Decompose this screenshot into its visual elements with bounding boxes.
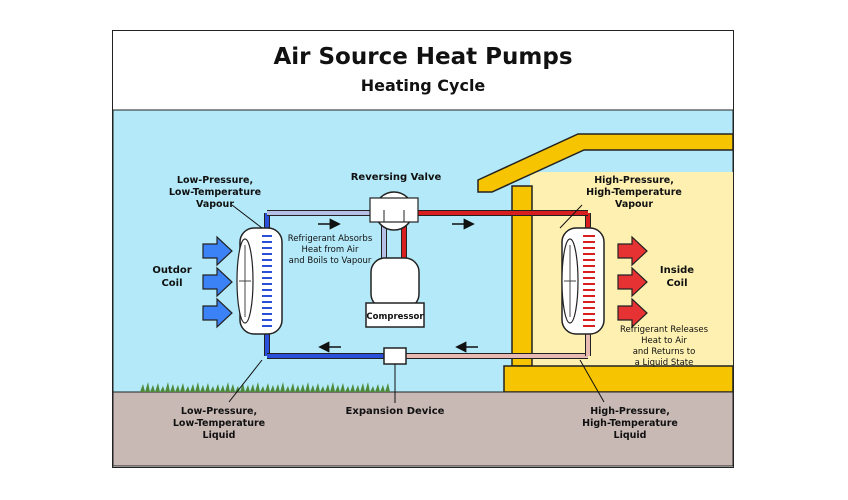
- inside-air-arrows: [617, 235, 648, 329]
- outdoor-coil-label-2: Coil: [161, 278, 182, 289]
- lp-vapour-label-1: Low-Pressure,: [177, 175, 253, 186]
- house-roof: [477, 133, 734, 193]
- hp-vapour-label-3: Vapour: [615, 199, 653, 210]
- lp-vapour-label-3: Vapour: [196, 199, 234, 210]
- red-arrow-icon: [617, 266, 648, 298]
- reversing-valve-label: Reversing Valve: [351, 172, 442, 183]
- outdoor-coil-label-1: Outdor: [152, 265, 191, 276]
- lp-liquid-label-2: Low-Temperature: [173, 418, 265, 429]
- reversing-valve: [369, 191, 419, 231]
- releases-note-1: Refrigerant Releases: [620, 325, 709, 335]
- hp-vapour-label-2: High-Temperature: [586, 187, 682, 198]
- hp-liquid-label-1: High-Pressure,: [590, 406, 670, 417]
- releases-note-3: and Returns to: [633, 347, 696, 357]
- hp-liquid-label-3: Liquid: [614, 430, 647, 441]
- inside-coil-fins: [583, 235, 595, 327]
- house-foundation: [503, 365, 734, 393]
- inside-coil-label-2: Coil: [666, 278, 687, 289]
- releases-note-2: Heat to Air: [641, 336, 687, 346]
- red-arrow-icon: [617, 235, 648, 267]
- absorbs-note-3: and Boils to Vapour: [289, 256, 372, 266]
- flow-arrows: [318, 218, 478, 353]
- compressor: [365, 257, 425, 328]
- diagram-title: Air Source Heat Pumps: [273, 44, 573, 70]
- blue-arrow-icon: [202, 297, 233, 329]
- outdoor-coil-unit: [236, 227, 283, 335]
- expansion-device: [383, 347, 407, 365]
- hp-liquid-label-2: High-Temperature: [582, 418, 678, 429]
- outdoor-air-arrows: [202, 235, 233, 329]
- leader-lines: [228, 204, 605, 403]
- blue-arrow-icon: [202, 266, 233, 298]
- inside-coil-unit: [561, 227, 605, 335]
- absorbs-note-2: Heat from Air: [301, 245, 359, 255]
- lp-liquid-label-1: Low-Pressure,: [181, 406, 257, 417]
- compressor-label: Compressor: [366, 312, 424, 322]
- ground: [112, 391, 734, 467]
- grass: [140, 382, 390, 392]
- expansion-device-label: Expansion Device: [346, 406, 445, 417]
- absorbs-note-1: Refrigerant Absorbs: [288, 234, 373, 244]
- red-arrow-icon: [617, 297, 648, 329]
- lp-liquid-label-3: Liquid: [203, 430, 236, 441]
- outdoor-coil-fins: [262, 235, 272, 327]
- releases-note-4: a Liquid State: [635, 358, 694, 368]
- hp-vapour-label-1: High-Pressure,: [594, 175, 674, 186]
- diagram-subtitle: Heating Cycle: [360, 76, 486, 95]
- lp-vapour-label-2: Low-Temperature: [169, 187, 261, 198]
- inside-coil-label-1: Inside: [660, 265, 694, 276]
- blue-arrow-icon: [202, 235, 233, 267]
